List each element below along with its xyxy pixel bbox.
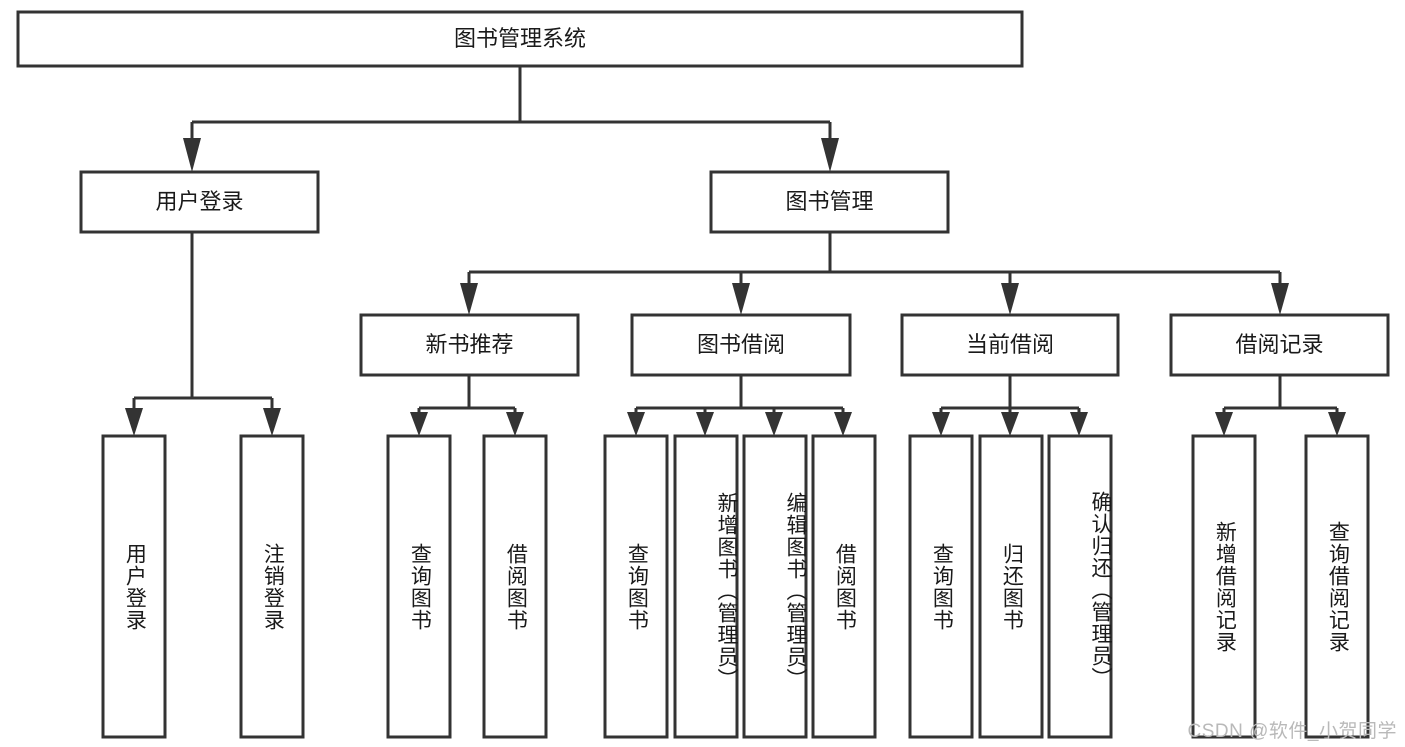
node-box-new-book-recommend[interactable] bbox=[359, 313, 580, 377]
arrow-to-leaf-add-record bbox=[1215, 412, 1233, 436]
connector-current-borrow-to-leaves bbox=[932, 375, 1088, 436]
node-box-root[interactable] bbox=[16, 10, 1024, 68]
node-label-new-book-recommend: 新书推荐 bbox=[425, 332, 513, 357]
node-box-leaf-query-book-1[interactable] bbox=[386, 434, 452, 739]
connector-book-manage-to-level3 bbox=[460, 232, 1289, 315]
node-box-leaf-logout-login[interactable] bbox=[239, 434, 305, 739]
node-box-leaf-query-book-3[interactable] bbox=[908, 434, 974, 739]
watermark-text: CSDN @软件_小贺同学 bbox=[1187, 721, 1397, 742]
arrow-to-new-book-recommend bbox=[460, 283, 478, 315]
node-box-leaf-borrow-book-1[interactable] bbox=[482, 434, 548, 739]
arrow-to-current-borrow bbox=[1001, 283, 1019, 315]
arrow-to-book-manage bbox=[821, 138, 839, 172]
arrow-to-leaf-query-book-2 bbox=[627, 412, 645, 436]
node-box-book-manage[interactable] bbox=[709, 170, 950, 234]
arrow-to-leaf-logout-login bbox=[263, 408, 281, 436]
node-label-book-borrow: 图书借阅 bbox=[697, 332, 785, 357]
node-box-leaf-add-record[interactable] bbox=[1191, 434, 1257, 739]
connector-borrow-record-to-leaves bbox=[1215, 375, 1346, 436]
arrow-to-leaf-edit-book bbox=[765, 412, 783, 436]
arrow-to-book-borrow bbox=[732, 283, 750, 315]
arrow-to-leaf-return-book bbox=[1001, 412, 1019, 436]
arrow-to-leaf-query-book-1 bbox=[410, 412, 428, 436]
arrow-to-user-login bbox=[183, 138, 201, 172]
node-box-current-borrow[interactable] bbox=[900, 313, 1120, 377]
arrow-to-leaf-query-book-3 bbox=[932, 412, 950, 436]
node-box-leaf-borrow-book-2[interactable] bbox=[811, 434, 877, 739]
node-box-leaf-add-book[interactable] bbox=[673, 434, 739, 739]
node-box-leaf-return-book[interactable] bbox=[978, 434, 1044, 739]
connector-new-book-recommend-to-leaves bbox=[410, 375, 524, 436]
node-box-user-login[interactable] bbox=[79, 170, 320, 234]
node-box-book-borrow[interactable] bbox=[630, 313, 852, 377]
arrow-to-leaf-user-login bbox=[125, 408, 143, 436]
arrow-to-leaf-query-record bbox=[1328, 412, 1346, 436]
node-box-leaf-edit-book[interactable] bbox=[742, 434, 808, 739]
connector-root-to-level2 bbox=[183, 66, 839, 172]
node-box-leaf-user-login[interactable] bbox=[101, 434, 167, 739]
node-label-user-login: 用户登录 bbox=[155, 189, 243, 214]
connector-book-borrow-to-leaves bbox=[627, 375, 852, 436]
node-box-borrow-record[interactable] bbox=[1169, 313, 1390, 377]
node-box-leaf-query-record[interactable] bbox=[1304, 434, 1370, 739]
node-box-leaf-query-book-2[interactable] bbox=[603, 434, 669, 739]
arrow-to-leaf-borrow-book-2 bbox=[834, 412, 852, 436]
arrow-to-leaf-borrow-book-1 bbox=[506, 412, 524, 436]
node-box-leaf-confirm-return[interactable] bbox=[1047, 434, 1113, 739]
arrow-to-leaf-add-book bbox=[696, 412, 714, 436]
arrow-to-borrow-record bbox=[1271, 283, 1289, 315]
connector-user-login-to-leaves bbox=[125, 232, 281, 436]
node-label-root: 图书管理系统 bbox=[454, 26, 586, 51]
node-label-borrow-record: 借阅记录 bbox=[1235, 332, 1323, 357]
arrow-to-leaf-confirm-return bbox=[1070, 412, 1088, 436]
node-label-book-manage: 图书管理 bbox=[785, 189, 873, 214]
node-label-current-borrow: 当前借阅 bbox=[966, 332, 1054, 357]
